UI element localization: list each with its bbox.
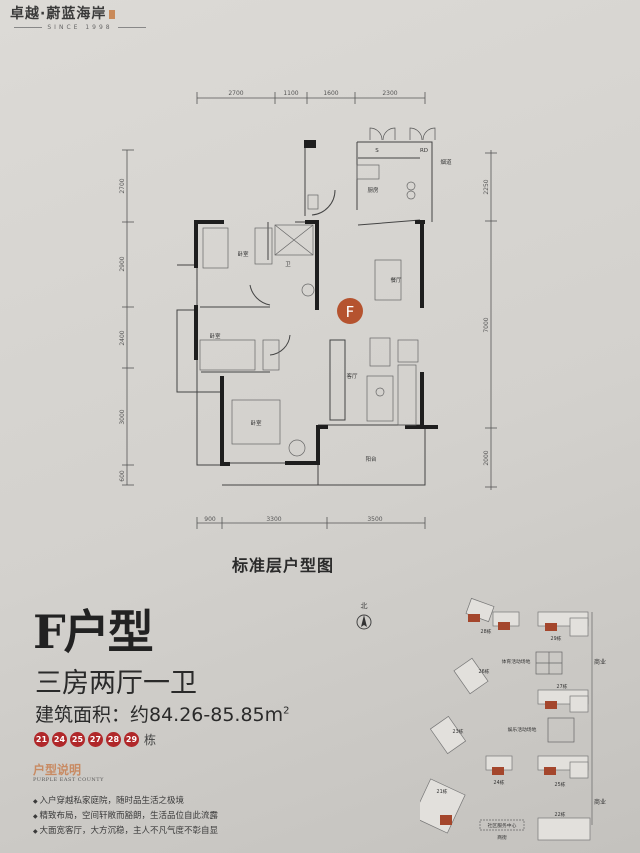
area-sup: 2	[283, 705, 290, 717]
site-label-25: 25栋	[555, 781, 566, 788]
room-living: 客厅	[346, 372, 358, 380]
north-compass: 北	[356, 602, 372, 630]
site-label-26: 26栋	[479, 668, 490, 675]
dim-right-2: 7000	[483, 317, 490, 332]
site-label-21: 21栋	[437, 788, 448, 795]
dim-bottom-3: 3500	[367, 516, 382, 523]
site-label-commerce-2: 商业	[594, 798, 606, 806]
description-list: 入户穿越私家庭院，随时品生活之极境 精致布局，空间轩敞而豁朗，生活品位自此流露 …	[33, 794, 219, 839]
building-list: 21 24 25 27 28 29 栋	[34, 731, 156, 748]
brand-since: SINCE 1998	[0, 24, 160, 31]
brand-name: 卓越·蔚蓝海岸	[10, 6, 107, 22]
building-badge: 27	[88, 732, 103, 747]
dim-right-1: 2250	[483, 179, 490, 194]
description-item: 大面宽客厅，大方沉稳，主人不凡气度不彰自显	[33, 824, 219, 839]
site-label-24: 24栋	[494, 779, 505, 786]
description-subtitle: PURPLE EAST COUNTY	[33, 777, 104, 783]
dim-left-4: 3000	[119, 409, 126, 424]
room-bedroom-1: 卧室	[237, 250, 249, 258]
room-bedroom-3: 卧室	[250, 419, 262, 427]
description-item: 精致布局，空间轩敞而豁朗，生活品位自此流露	[33, 809, 219, 824]
room-storage: S	[375, 148, 379, 154]
community-center	[479, 819, 525, 831]
unit-badge	[337, 298, 363, 324]
description-item: 入户穿越私家庭院，随时品生活之极境	[33, 794, 218, 809]
dim-left-3: 2400	[119, 330, 126, 345]
north-label: 北	[361, 602, 368, 610]
room-dining: 餐厅	[390, 276, 402, 284]
site-label-sports: 体育活动场地	[502, 658, 531, 665]
site-plan: 28栋 29栋 体育活动场地 26栋 27栋 23栋 娱乐活动场地 24栋 25…	[420, 597, 606, 841]
dim-top-1: 2700	[228, 90, 243, 97]
flue-label: 烟道	[440, 158, 452, 166]
unit-area: 建筑面积：约84.26-85.85m2	[35, 700, 290, 727]
unit-layout: 三房两厅一卫	[35, 668, 197, 699]
highlighted-units	[440, 614, 557, 825]
dim-left-1: 2700	[119, 178, 126, 193]
building-badge: 28	[106, 732, 121, 747]
site-label-28: 28栋	[481, 628, 492, 635]
structural-walls	[194, 140, 438, 466]
unit-type-title: F户型	[33, 605, 154, 659]
plan-caption: 标准层户型图	[232, 556, 335, 575]
brand-seal	[109, 9, 116, 19]
dimension-lines	[122, 92, 497, 529]
room-kitchen: 厨房	[367, 186, 379, 194]
site-label-29: 29栋	[551, 635, 562, 642]
dim-top-4: 2300	[382, 90, 397, 97]
room-bathroom: 卫	[285, 261, 291, 268]
thin-walls	[176, 141, 433, 486]
building-badge: 29	[124, 732, 139, 747]
site-label-community: 社区服务中心	[488, 822, 517, 829]
building-badge: 25	[70, 732, 85, 747]
dim-right-3: 2000	[483, 450, 490, 465]
description-title: 户型说明	[33, 763, 82, 777]
brand-logo: 卓越·蔚蓝海岸	[10, 3, 116, 23]
room-rd: RD	[420, 148, 428, 154]
building-suffix: 栋	[144, 733, 157, 747]
unit-badge-letter: F	[346, 303, 355, 321]
site-label-22: 22栋	[555, 811, 566, 818]
area-text: 建筑面积：约84.26-85.85m	[35, 704, 284, 726]
dim-left-5: 600	[119, 470, 126, 482]
dim-top-3: 1600	[323, 90, 338, 97]
site-label-23: 23栋	[453, 728, 464, 735]
dim-bottom-2: 3300	[266, 516, 281, 523]
room-balcony: 阳台	[365, 455, 377, 463]
room-bedroom-2: 卧室	[209, 332, 221, 340]
site-label-leisure: 娱乐活动场地	[508, 726, 537, 733]
leisure-area	[547, 717, 575, 743]
site-buildings	[420, 597, 591, 841]
floor-plan: 2700 1100 1600 2300 900 3300 3500 2700 2…	[119, 90, 497, 529]
site-label-commerce-1: 商业	[594, 658, 606, 666]
site-label-street: 商街	[497, 834, 507, 841]
site-label-27: 27栋	[557, 683, 568, 690]
balcony-doors	[369, 127, 436, 141]
dim-left-2: 2900	[119, 256, 126, 271]
furniture	[199, 164, 419, 457]
dim-top-2: 1100	[283, 90, 298, 97]
building-badge: 24	[52, 732, 67, 747]
building-badge: 21	[34, 732, 49, 747]
dim-bottom-1: 900	[204, 516, 216, 523]
